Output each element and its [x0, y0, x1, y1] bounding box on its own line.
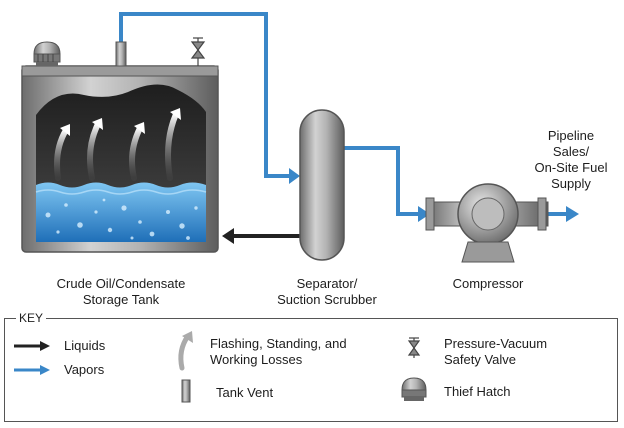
separator-label: Separator/ Suction Scrubber [262, 276, 392, 308]
vapor-arrowhead-pipeline [566, 206, 579, 222]
storage-tank [21, 65, 219, 253]
flashing-loss-arrowheads [60, 108, 181, 136]
key-tank-vent-label: Tank Vent [216, 385, 274, 400]
tank-vent [115, 41, 127, 67]
vapor-arrowhead-compressor [418, 206, 430, 222]
liquid-arrowhead-tank [222, 228, 234, 244]
separator-vessel [299, 109, 345, 261]
key-valve-icon [407, 337, 421, 358]
thief-hatch [33, 41, 61, 66]
pipeline-label-line4: Supply [551, 176, 591, 191]
key-vapors-label: Vapors [64, 362, 105, 377]
vapor-line-separator-to-compressor [343, 146, 420, 216]
pipeline-label-line2: Sales/ [552, 144, 590, 159]
flashing-loss-arrows [54, 111, 179, 181]
pipeline-label: Pipeline Sales/ On-Site Fuel Supply [526, 128, 616, 192]
pipeline-label-line1: Pipeline [547, 128, 595, 143]
key-valve-label-line2: Safety Valve [444, 352, 517, 367]
compressor-label: Compressor [452, 276, 524, 291]
vapor-arrowhead-separator [289, 168, 300, 184]
key-liquids-arrow [14, 341, 50, 351]
separator-label-line2: Suction Scrubber [277, 292, 377, 307]
key-tank-vent-icon [181, 379, 191, 403]
liquid-bubbles [45, 198, 198, 240]
tank-label-line1: Crude Oil/Condensate [56, 276, 186, 291]
key-title: KEY [16, 311, 47, 325]
vapor-line-tank-to-separator [119, 12, 291, 178]
key-valve-label: Pressure-Vacuum Safety Valve [444, 336, 547, 368]
key-losses-label-line2: Working Losses [210, 352, 303, 367]
compressor [425, 183, 549, 263]
key-thief-hatch-label: Thief Hatch [444, 384, 511, 399]
separator-label-line1: Separator/ [296, 276, 358, 291]
key-vapors-arrow [14, 365, 50, 375]
pressure-vacuum-valve [190, 37, 206, 66]
key-losses-label: Flashing, Standing, and Working Losses [210, 336, 347, 368]
tank-label-line2: Storage Tank [82, 292, 160, 307]
key-losses-arrow-icon [178, 331, 193, 371]
key-thief-hatch-icon [401, 377, 427, 401]
key-liquids-label: Liquids [64, 338, 106, 353]
key-losses-label-line1: Flashing, Standing, and [210, 336, 347, 351]
tank-label: Crude Oil/Condensate Storage Tank [36, 276, 206, 308]
key-valve-label-line1: Pressure-Vacuum [444, 336, 548, 351]
pipeline-label-line3: On-Site Fuel [534, 160, 608, 175]
key-box [4, 318, 618, 422]
